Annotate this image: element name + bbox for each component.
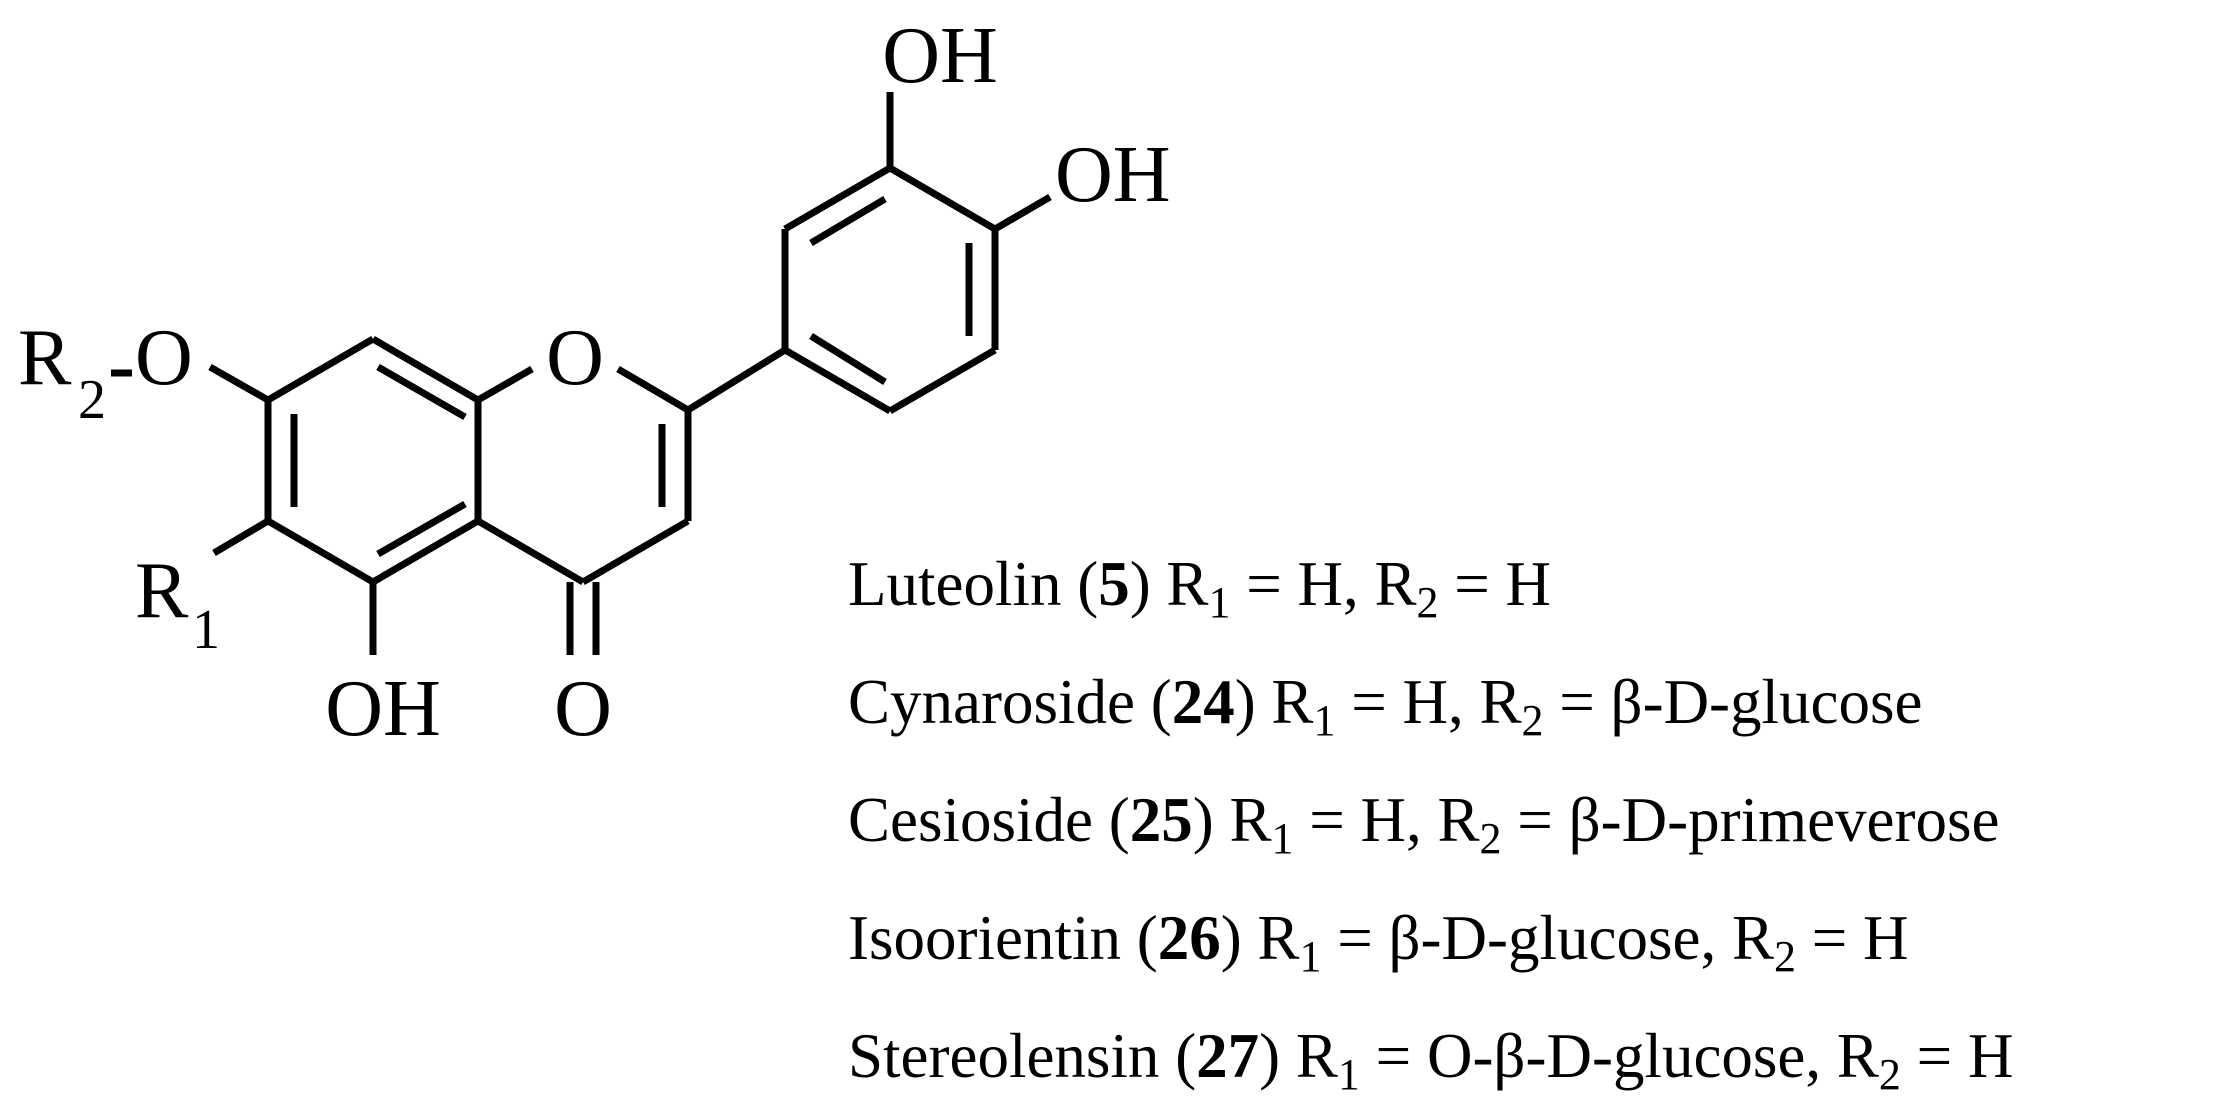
atom-label: O (135, 314, 193, 402)
r1-value: H (1360, 785, 1407, 855)
atom-label: 1 (192, 599, 220, 661)
atom-label: O (554, 665, 612, 753)
r1-value: O-β-D-glucose (1426, 1021, 1806, 1091)
compound-entry: Luteolin (5) R1 = H, R2 = H (848, 549, 1552, 627)
compound-name: Cesioside (848, 785, 1093, 855)
compound-name: Luteolin (848, 549, 1062, 619)
compound-name: Stereolensin (848, 1021, 1160, 1091)
compound-name: Isoorientin (848, 903, 1121, 973)
compound-number: 5 (1098, 549, 1130, 619)
bond (809, 333, 887, 385)
bond (993, 193, 1052, 233)
r1-value: H (1402, 667, 1448, 737)
bond (783, 164, 892, 233)
compound-entry: Stereolensin (27) R1 = O-β-D-glucose, R2… (848, 1021, 2014, 1099)
bond (371, 517, 480, 586)
bond (376, 500, 467, 558)
compound-list: Luteolin (5) R1 = H, R2 = H Cynaroside (… (848, 525, 2013, 1115)
bond (371, 335, 480, 404)
r2-value: β-D-primeverose (1568, 785, 2000, 855)
atom-label: 2 (78, 369, 106, 431)
bond (208, 363, 270, 404)
flavone-skeleton-structure: OH OH O O OH R 2 O R 1 (18, 12, 1171, 753)
r2-value: β-D-glucose (1610, 667, 1923, 737)
bond (476, 517, 585, 586)
compound-entry: Cesioside (25) R1 = H, R2 = β-D-primever… (848, 785, 2000, 863)
compound-number: 25 (1129, 785, 1193, 855)
bond (888, 346, 997, 415)
compound-entry: Isoorientin (26) R1 = β-D-glucose, R2 = … (848, 903, 1909, 981)
r1-value: H (1297, 549, 1343, 619)
bond (581, 517, 690, 586)
bond (783, 346, 892, 415)
bond (266, 517, 375, 586)
bond (376, 363, 467, 421)
bond (809, 195, 887, 247)
compound-number: 24 (1171, 667, 1235, 737)
compound-number: 26 (1157, 903, 1221, 973)
atom-label: OH (1055, 131, 1171, 219)
bond (212, 517, 270, 557)
atom-label: R (18, 314, 72, 402)
bond (888, 164, 997, 233)
atom-label: O (546, 314, 604, 402)
bond (686, 347, 787, 413)
r2-value: H (1967, 1021, 2014, 1091)
bond (476, 365, 534, 404)
bond (616, 365, 690, 414)
r2-value: H (1863, 903, 1909, 973)
compound-number: 27 (1196, 1021, 1260, 1091)
r1-value: β-D-glucose (1388, 903, 1701, 973)
compound-name: Cynaroside (848, 667, 1135, 737)
compound-entry: Cynaroside (24) R1 = H, R2 = β-D-glucose (848, 667, 1923, 745)
atom-label: OH (325, 665, 441, 753)
bond (266, 335, 375, 404)
r2-value: H (1505, 549, 1552, 619)
atom-label: OH (882, 12, 998, 100)
atom-label: R (135, 547, 189, 635)
